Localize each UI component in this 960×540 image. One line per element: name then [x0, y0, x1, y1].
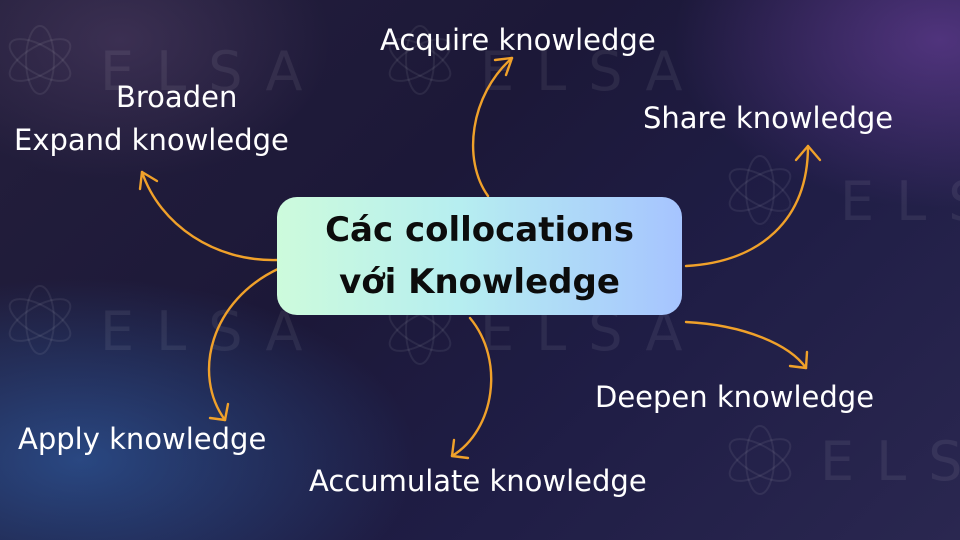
arrow-to-broaden [140, 170, 280, 262]
arrowhead-broaden [138, 170, 159, 191]
branch-label-deepen: Deepen knowledge [595, 380, 875, 414]
arrow-to-accumulate [450, 316, 493, 458]
branch-label-broaden: Broaden [116, 80, 238, 114]
watermark-text: ELSA [100, 40, 324, 103]
watermark-text: ELSA [820, 430, 960, 493]
branch-label-accumulate: Accumulate knowledge [309, 464, 647, 498]
arrow-to-deepen [684, 320, 808, 370]
watermark-flower-icon [8, 25, 792, 495]
central-topic-box: Các collocations với Knowledge [277, 197, 682, 315]
arrowhead-share [794, 144, 822, 162]
arrowhead-accumulate [450, 438, 470, 460]
branch-label-apply: Apply knowledge [18, 422, 267, 456]
arrow-to-acquire [471, 56, 514, 198]
arrow-to-apply [207, 266, 282, 422]
watermark-text: ELSA [480, 40, 704, 103]
watermark-text: ELSA [840, 170, 960, 233]
arrowhead-apply [208, 402, 230, 422]
arrow-to-share [684, 144, 810, 268]
arrowhead-acquire [493, 56, 514, 77]
central-topic-title: Các collocations với Knowledge [325, 210, 634, 302]
branch-label-expand: Expand knowledge [14, 123, 289, 157]
arrowhead-deepen [788, 350, 809, 370]
branch-label-share: Share knowledge [643, 101, 894, 135]
watermark-text: ELSA [100, 300, 324, 363]
branch-label-acquire: Acquire knowledge [380, 23, 656, 57]
